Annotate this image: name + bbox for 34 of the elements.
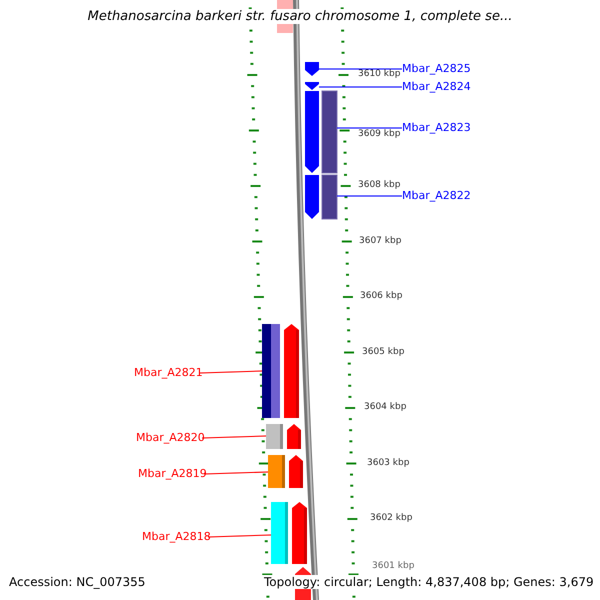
leader-line (202, 436, 266, 438)
gene-label: Mbar_A2824 (402, 80, 468, 94)
leader-line (208, 534, 272, 538)
scale-label: 3609 kbp (358, 129, 400, 139)
gene-label: Mbar_A2823 (402, 121, 468, 135)
scale-label: 3603 kbp (367, 458, 410, 468)
gene-label: Mbar_A2819 (138, 467, 204, 481)
gene-label: Mbar_A2821 (134, 366, 200, 380)
gene-feature (305, 175, 337, 219)
gene-label: Mbar_A2818 (142, 530, 208, 544)
scale-label: 3606 kbp (360, 291, 402, 301)
leader-line (318, 86, 402, 88)
gene-feature (268, 455, 303, 488)
scale-label: 3604 kbp (364, 402, 406, 412)
leader-line (318, 68, 402, 70)
scale-label: 3601 kbp (372, 561, 414, 571)
gene-feature (262, 324, 299, 418)
leader-line (204, 472, 268, 474)
gene-feature (271, 502, 307, 564)
gene-label: Mbar_A2825 (402, 62, 468, 76)
scale-label: 3605 kbp (362, 347, 404, 357)
gene-feature (305, 91, 337, 173)
leader-line (200, 370, 262, 374)
scale-label: 3602 kbp (370, 513, 412, 523)
gene-feature (305, 62, 319, 76)
genome-info-text: Topology: circular; Length: 4,837,408 bp; Genes: 3,679 (262, 575, 596, 589)
scale-label: 3608 kbp (358, 180, 400, 190)
chart-title: Methanosarcina barkeri str. fusaro chromosome 1, complete se... (88, 9, 512, 24)
gene-label: Mbar_A2822 (402, 189, 468, 203)
scale-label: 3610 kbp (358, 69, 400, 79)
scale-label: 3607 kbp (359, 236, 402, 246)
gene-label: Mbar_A2820 (136, 431, 202, 445)
accession-text: Accession: NC_007355 (9, 575, 146, 589)
gene-feature (266, 424, 301, 449)
